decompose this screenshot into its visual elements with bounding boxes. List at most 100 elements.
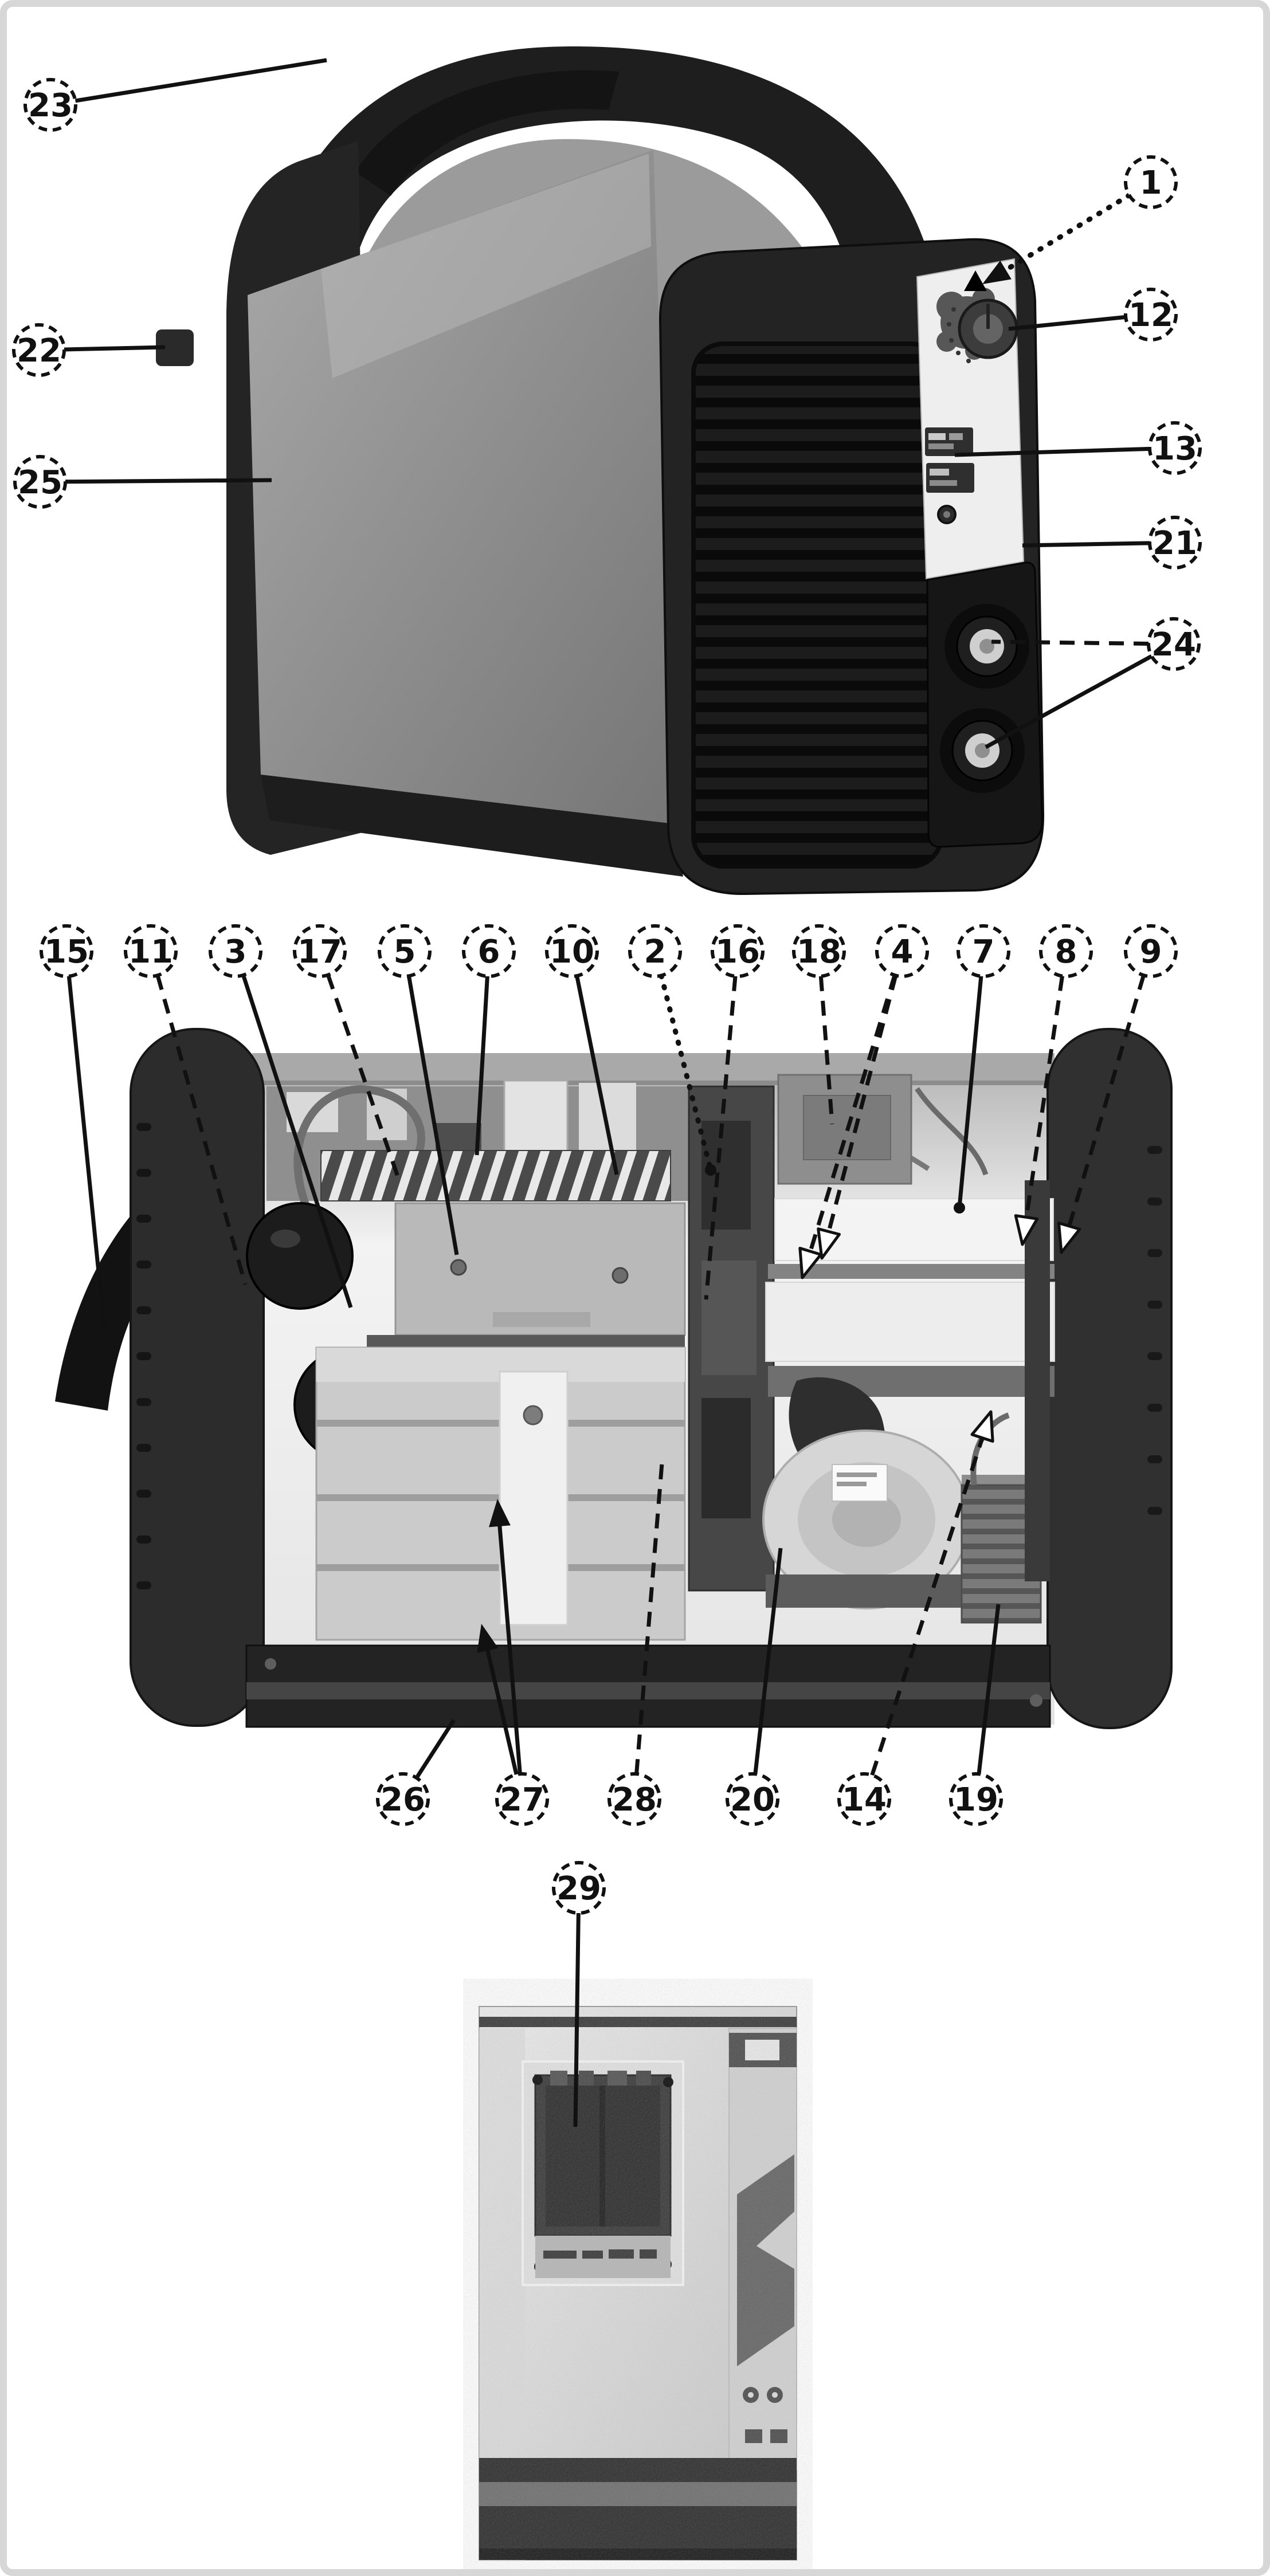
- callout-number: 7: [973, 933, 995, 971]
- leader-line: [806, 975, 897, 1260]
- callout-circle: [726, 1772, 779, 1826]
- leader-line: [977, 1604, 1001, 1774]
- callout-20: 20: [726, 1548, 783, 1826]
- callout-14: 14: [837, 1410, 994, 1826]
- leader-arrowhead-icon: [817, 1227, 841, 1260]
- callout-number: 27: [500, 1781, 544, 1819]
- callout-circle: [495, 1772, 549, 1826]
- callout-number: 2: [644, 933, 667, 971]
- leader-line: [414, 1719, 456, 1779]
- callout-circle: [711, 924, 765, 978]
- divider-panel: [701, 1260, 756, 1375]
- leader-line: [1023, 976, 1065, 1226]
- callout-number: 8: [1055, 933, 1077, 971]
- leader-line: [957, 976, 983, 1208]
- callout-circle: [12, 323, 66, 377]
- white-bar-bottom: [765, 1282, 1055, 1362]
- callout-circle: [1147, 617, 1201, 671]
- callout-number: 17: [297, 933, 342, 971]
- callout-number: 10: [550, 933, 594, 971]
- callout-number: 19: [954, 1781, 998, 1819]
- screw: [265, 1658, 276, 1670]
- leader-line: [65, 478, 272, 484]
- callout-21: 21: [1022, 516, 1202, 570]
- output-socket-top[interactable]: [944, 604, 1029, 689]
- callout-circle: [837, 1772, 891, 1826]
- callout-circle: [875, 924, 929, 978]
- callout-16: 16: [704, 924, 765, 1300]
- screw: [1030, 1694, 1042, 1707]
- leader-line: [753, 1548, 783, 1774]
- leader-line: [870, 1430, 987, 1776]
- pcb-detail-figure: 29: [479, 1861, 797, 2561]
- callout-number: 26: [381, 1781, 425, 1819]
- handle-grip: [355, 70, 619, 196]
- knob-scale-ticks: [947, 307, 971, 363]
- leader-arrowhead-icon: [1057, 1222, 1081, 1254]
- right-end-cap: [1046, 1028, 1173, 1729]
- callout-17: 17: [293, 924, 402, 1183]
- screw: [450, 1259, 467, 1276]
- callout-7: 7: [954, 924, 1010, 1214]
- output-socket-bottom[interactable]: [940, 708, 1025, 793]
- leader-line: [954, 446, 1150, 457]
- leader-arrowhead-icon: [488, 1499, 511, 1527]
- callout-number: 11: [128, 933, 173, 971]
- callout-circle: [40, 924, 93, 978]
- callout-number: 9: [1140, 933, 1162, 971]
- callout-29: 29: [552, 1861, 606, 2127]
- callout-number: 18: [797, 933, 841, 971]
- leader-arrowhead-icon: [477, 1624, 499, 1654]
- panel-indicator-led: [937, 505, 957, 524]
- screw: [612, 1267, 629, 1284]
- callout-number: 25: [18, 464, 62, 501]
- callout-number: 29: [556, 1870, 601, 1907]
- callout-6: 6: [462, 924, 516, 1156]
- leader-line: [991, 639, 1149, 646]
- callout-number: 13: [1153, 430, 1197, 468]
- callout-circle: [1124, 924, 1178, 978]
- callout-24: 24: [985, 617, 1201, 749]
- callout-circle: [209, 924, 262, 978]
- leader-line: [497, 1518, 522, 1774]
- leader-line: [155, 975, 248, 1285]
- callout-circle: [1148, 516, 1202, 570]
- callout-12: 12: [1008, 288, 1178, 341]
- callout-9: 9: [1057, 924, 1178, 1254]
- leader-dot: [954, 1202, 965, 1214]
- fan: [762, 1430, 971, 1609]
- callout-5: 5: [378, 924, 459, 1255]
- rear-rail-edge: [252, 1081, 1055, 1085]
- current-knob[interactable]: [958, 299, 1018, 359]
- leader-line: [1022, 541, 1150, 548]
- callout-circle: [1124, 288, 1178, 341]
- rear-rail: [252, 1053, 1055, 1083]
- callout-27: 27: [477, 1499, 549, 1826]
- callout-1: 1: [982, 155, 1178, 284]
- leader-line: [985, 654, 1153, 749]
- callout-22: 22: [12, 323, 166, 377]
- leader-line: [326, 974, 402, 1183]
- photo-grain: [479, 2006, 797, 2560]
- relay-block: [503, 1079, 569, 1156]
- screw: [523, 1405, 543, 1426]
- callout-circle: [376, 1772, 430, 1826]
- callout-number: 16: [715, 933, 760, 971]
- leader-line: [575, 975, 619, 1175]
- leader-line: [75, 58, 327, 103]
- callout-28: 28: [607, 1456, 665, 1826]
- callout-25: 25: [13, 455, 272, 509]
- leader-dot: [705, 1164, 716, 1176]
- left-cap-ribs: [136, 1123, 151, 1589]
- side-column: [1025, 1180, 1050, 1581]
- callout-number: 15: [44, 933, 89, 971]
- callout-19: 19: [949, 1604, 1003, 1826]
- callout-number: 3: [225, 933, 247, 971]
- right-cap-ribs: [1147, 1146, 1162, 1515]
- leader-line: [658, 973, 714, 1173]
- callout-number: 21: [1153, 525, 1197, 562]
- callout-8: 8: [1014, 924, 1093, 1246]
- side-panel-highlight: [321, 154, 651, 378]
